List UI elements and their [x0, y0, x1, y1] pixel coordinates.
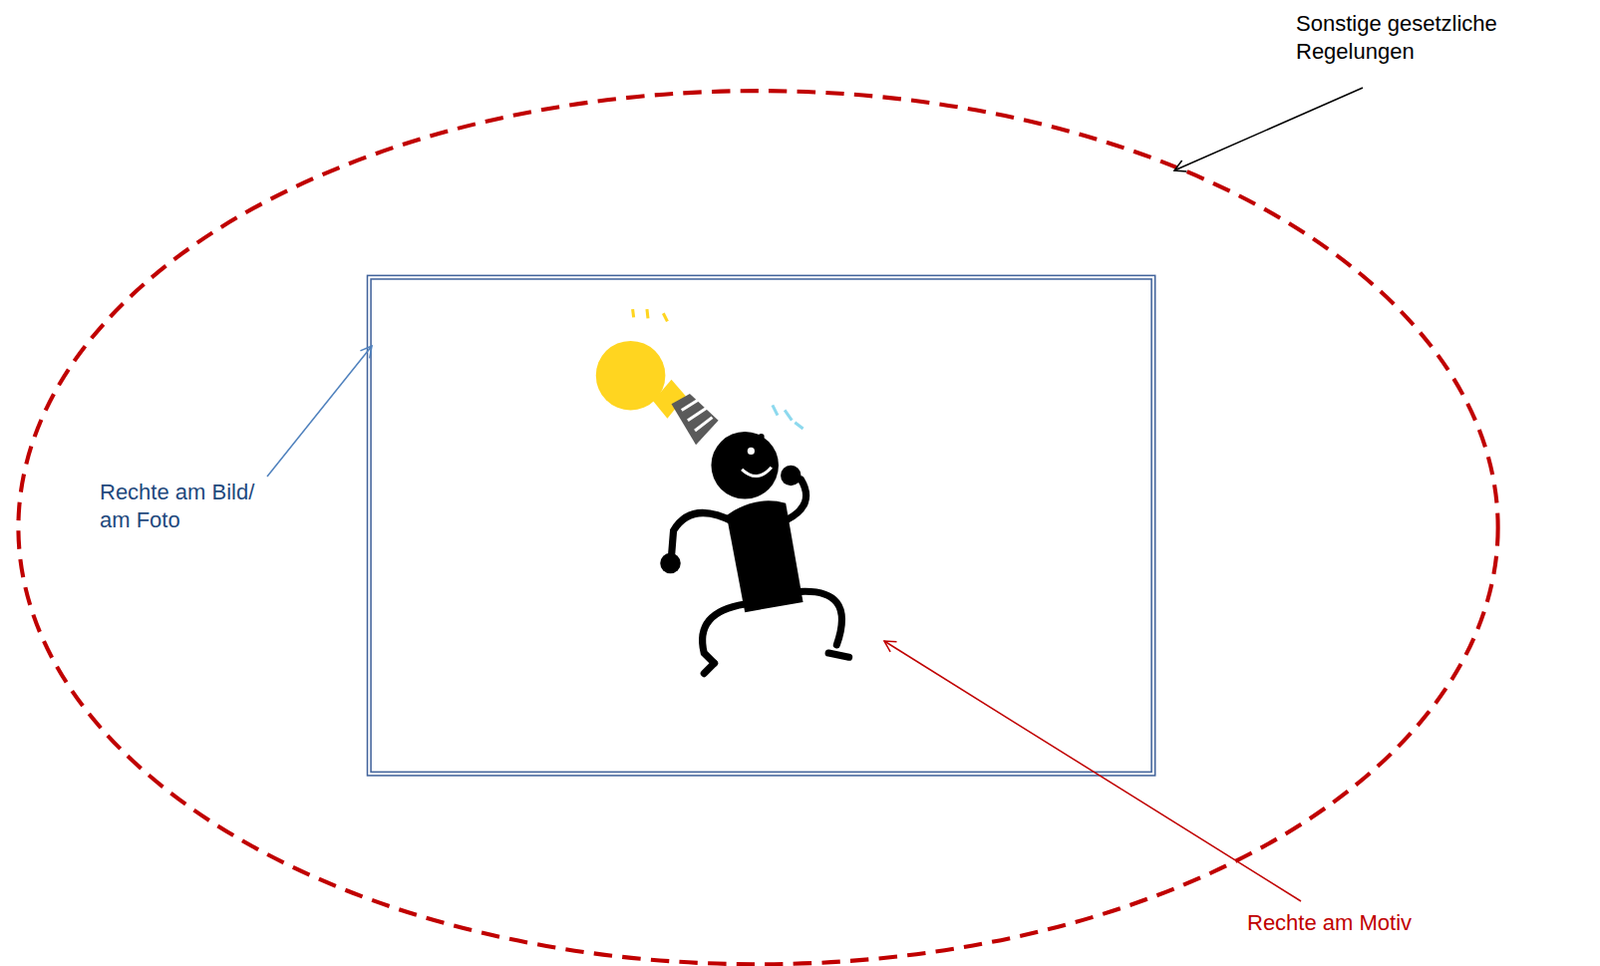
law-ellipse [17, 90, 1498, 964]
leader-line [884, 640, 1301, 902]
motif-figure [596, 309, 850, 673]
motif-rights-label: Rechte am Motiv [1247, 909, 1577, 938]
law-label: Sonstige gesetzliche Regelungen [1295, 9, 1591, 66]
photo-frame-outer [366, 275, 1155, 776]
leader-line [267, 345, 372, 477]
leader-line [1174, 87, 1363, 171]
photo-frame-inner [370, 279, 1152, 772]
photo-rights-label: Rechte am Bild/ am Foto [99, 478, 275, 535]
